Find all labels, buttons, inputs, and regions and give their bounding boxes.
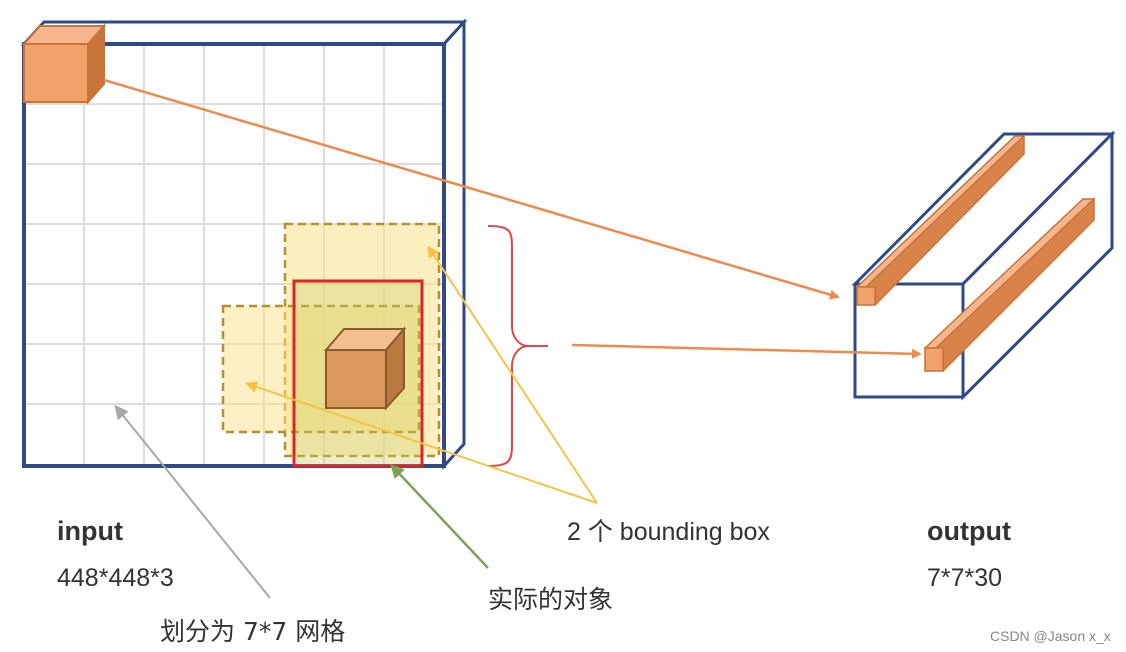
- real-object-label: 实际的对象: [488, 585, 613, 614]
- object-pointer: [390, 464, 489, 569]
- output-size: 7*7*30: [927, 564, 1002, 592]
- grid-pointer: [114, 404, 271, 599]
- bbox-pointer-1: [427, 245, 598, 504]
- output-vector-bar-1: [855, 134, 1026, 307]
- cell-to-output-arrow: [103, 78, 840, 300]
- object-cube: [323, 326, 407, 411]
- watermark: CSDN @Jason x_x: [990, 628, 1111, 644]
- output-title: output: [927, 516, 1011, 546]
- output-vector-bar-2: [923, 197, 1096, 373]
- input-side-face: [442, 18, 466, 470]
- input-front-face: [22, 42, 446, 468]
- input-size: 448*448*3: [57, 564, 174, 592]
- bbox-label: 2 个 bounding box: [567, 518, 770, 546]
- bbox-pointer-2: [245, 381, 598, 504]
- input-title: input: [57, 516, 123, 546]
- boxes-to-output-arrow: [571, 343, 922, 359]
- grid-cell-cube: [21, 23, 107, 105]
- grid-note: 划分为 7*7 网格: [160, 617, 345, 646]
